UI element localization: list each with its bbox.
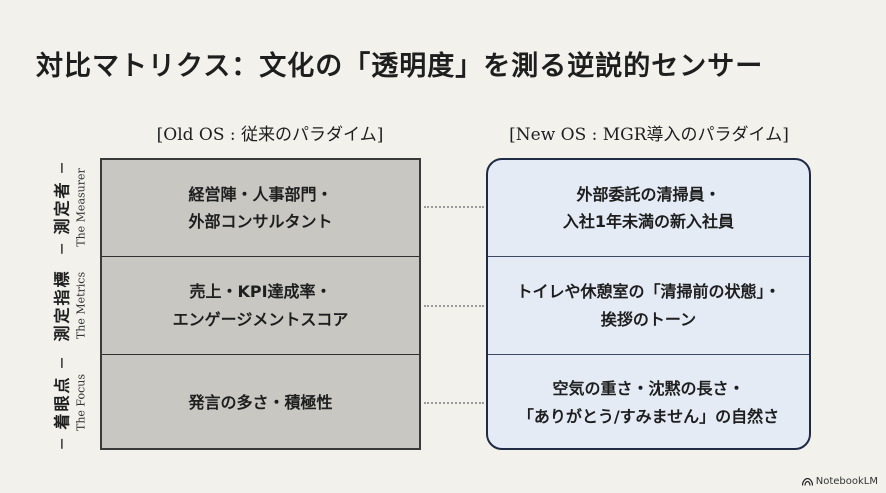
page-title: 対比マトリクス：文化の「透明度」を測る逆説的センサー bbox=[36, 51, 764, 82]
cell-line: 外部委託の清掃員・ bbox=[576, 184, 721, 204]
brand-label: NotebookLM bbox=[815, 476, 878, 487]
row-label-ja: ─ 測定者 ─ bbox=[52, 160, 72, 254]
old-cell-metrics: 売上・KPI達成率・エンゲージメントスコア bbox=[102, 256, 419, 354]
cell-line: トイレや休憩室の「清掃前の状態」・ bbox=[516, 282, 781, 302]
row-label-measurer: ─ 測定者 ─ The Measurer bbox=[36, 158, 100, 256]
new-cell-metrics: トイレや休憩室の「清掃前の状態」・挨拶のトーン bbox=[488, 256, 809, 354]
cell-line: 空気の重さ・沈黙の長さ・ bbox=[552, 379, 745, 399]
connector-line bbox=[424, 206, 484, 208]
cell-line: 「ありがとう/すみません」の自然さ bbox=[517, 406, 780, 426]
cell-line: エンゲージメントスコア bbox=[172, 309, 349, 329]
old-os-panel: 経営陣・人事部門・外部コンサルタント 売上・KPI達成率・エンゲージメントスコア… bbox=[100, 158, 421, 450]
new-cell-measurer: 外部委託の清掃員・入社1年未満の新入社員 bbox=[488, 160, 809, 256]
connector-line bbox=[424, 402, 484, 404]
row-label-en: The Measurer bbox=[74, 167, 88, 247]
row-label-en: The Focus bbox=[74, 373, 88, 431]
new-os-header: [New OS : MGR導入のパラダイム] bbox=[509, 125, 789, 145]
cell-line: 売上・KPI達成率・ bbox=[189, 282, 332, 302]
row-label-en: The Metrics bbox=[74, 271, 88, 339]
cell-line: 入社1年未満の新入社員 bbox=[562, 212, 735, 231]
cell-line: 外部コンサルタント bbox=[188, 212, 333, 231]
cell-line: 経営陣・人事部門・ bbox=[188, 184, 333, 204]
row-label-ja: 測定指標 bbox=[52, 268, 72, 342]
old-os-header: [Old OS : 従来のパラダイム] bbox=[156, 125, 384, 145]
notebooklm-brand: NotebookLM bbox=[801, 476, 878, 487]
row-label-ja: ─ 着眼点 ─ bbox=[52, 355, 72, 449]
row-label-focus: ─ 着眼点 ─ The Focus bbox=[36, 354, 100, 450]
new-os-panel: 外部委託の清掃員・入社1年未満の新入社員 トイレや休憩室の「清掃前の状態」・挨拶… bbox=[486, 158, 811, 450]
cell-line: 発言の多さ・積極性 bbox=[188, 392, 333, 412]
cell-line: 挨拶のトーン bbox=[600, 309, 697, 329]
old-cell-measurer: 経営陣・人事部門・外部コンサルタント bbox=[102, 160, 419, 256]
connector-line bbox=[424, 305, 484, 307]
new-cell-focus: 空気の重さ・沈黙の長さ・「ありがとう/すみません」の自然さ bbox=[488, 354, 809, 448]
row-label-metrics: 測定指標 The Metrics bbox=[36, 256, 100, 354]
old-cell-focus: 発言の多さ・積極性 bbox=[102, 354, 419, 450]
notebooklm-logo-icon bbox=[801, 477, 813, 486]
